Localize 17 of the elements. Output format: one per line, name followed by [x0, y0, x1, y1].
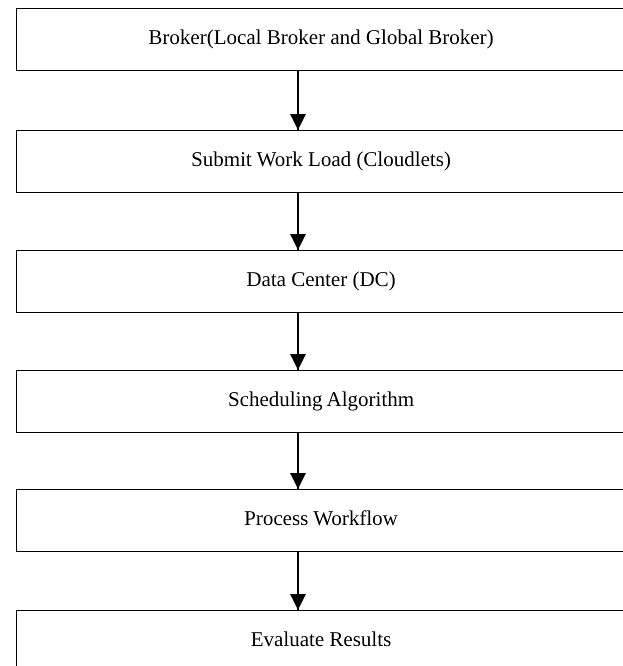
process-box [16, 130, 623, 193]
step-label: Submit Work Load (Cloudlets) [191, 147, 451, 172]
process-box [16, 489, 623, 552]
arrow [290, 193, 306, 250]
step-label: Process Workflow [244, 506, 398, 531]
arrow [290, 313, 306, 370]
process-box [16, 370, 623, 433]
step-label: Evaluate Results [250, 627, 392, 652]
process-box [16, 250, 623, 313]
process-box [16, 610, 623, 666]
arrow [290, 433, 306, 489]
process-box [16, 8, 623, 71]
step-label: Data Center (DC) [246, 267, 396, 292]
arrow [290, 552, 306, 610]
arrow [290, 71, 306, 130]
step-label: Broker(Local Broker and Global Broker) [148, 25, 494, 50]
step-label: Scheduling Algorithm [228, 387, 414, 412]
